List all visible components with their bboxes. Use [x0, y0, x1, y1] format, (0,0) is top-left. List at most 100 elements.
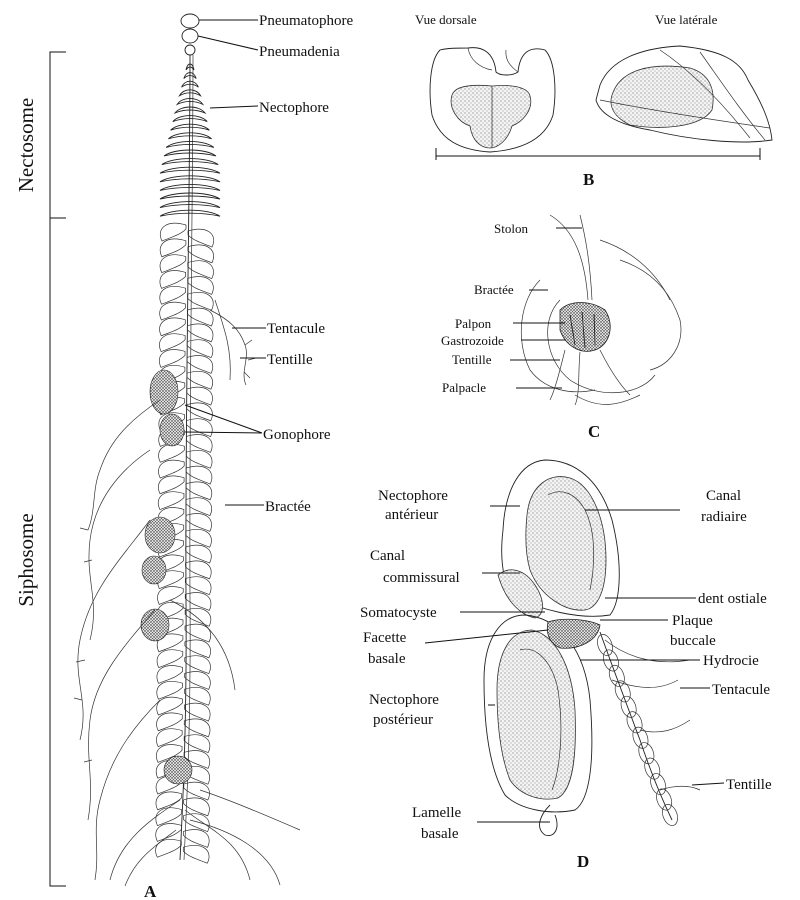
label-gonophore: Gonophore	[263, 427, 331, 443]
label-nectophore-anterieur-1: Nectophore	[378, 488, 448, 504]
bract-shape	[183, 830, 209, 848]
anterior-nectophore-drawing	[498, 460, 619, 618]
bract-shape	[158, 492, 184, 510]
cormidium-segment	[636, 740, 657, 765]
bract-shape	[184, 798, 210, 816]
bract-shape	[159, 350, 185, 368]
bract-shape	[184, 719, 210, 737]
bract-shape	[156, 839, 182, 857]
cormidium-drawing	[521, 215, 681, 405]
label-gastrozoide: Gastrozoide	[441, 333, 504, 348]
label-tentille-d: Tentille	[726, 777, 772, 793]
nectophore-shape	[162, 159, 218, 165]
bract-shape	[159, 334, 185, 352]
label-tentacule: Tentacule	[267, 321, 325, 337]
label-lamelle-basale-1: Lamelle	[412, 805, 461, 821]
cormidium-segment	[612, 679, 633, 704]
bract-shape	[160, 271, 186, 289]
label-pneumatophore: Pneumatophore	[259, 13, 353, 29]
panel-d: Nectophore antérieur Canal radiaire Cana…	[360, 460, 772, 871]
bract-shape	[183, 845, 209, 863]
bract-shape	[157, 650, 183, 668]
bract-shape	[156, 824, 182, 842]
bract-shape	[158, 476, 184, 494]
bract-shape	[160, 239, 186, 257]
bract-shape	[184, 814, 210, 832]
cormidium-segment	[606, 663, 627, 688]
panel-c: Stolon Bractée Palpon Gastrozoide Tentil…	[441, 215, 681, 441]
label-canal-commissural-2: commissural	[383, 570, 460, 586]
label-nectophore-anterieur-2: antérieur	[385, 507, 438, 523]
bract-shape	[157, 713, 183, 731]
label-bractee-c: Bractée	[474, 282, 514, 297]
label-facette-basale-2: basale	[368, 651, 406, 667]
posterior-nectophore-drawing	[484, 615, 592, 836]
label-hydrocie: Hydrocie	[703, 653, 759, 669]
nectophore-shape	[160, 193, 220, 199]
bract-shape	[186, 545, 212, 563]
label-vue-dorsale: Vue dorsale	[415, 12, 477, 27]
bract-shape	[156, 808, 182, 826]
bract-shape	[185, 593, 211, 611]
panel-b: Vue dorsale Vue latérale B	[415, 12, 772, 189]
panel-a: Nectosome Siphosome	[14, 13, 353, 900]
label-lamelle-basale-2: basale	[421, 826, 459, 842]
label-canal-commissural-1: Canal	[370, 548, 405, 564]
lateral-view-drawing	[596, 46, 772, 142]
bract-shape	[184, 703, 210, 721]
label-pneumadenia: Pneumadenia	[259, 44, 340, 60]
label-palpacle: Palpacle	[442, 380, 486, 395]
cormidium-segment	[654, 787, 675, 812]
bract-shape	[158, 587, 184, 605]
label-plaque-buccale-2: buccale	[670, 633, 716, 649]
bract-shape	[160, 223, 186, 241]
pneumatophore-shape	[181, 14, 199, 55]
nectophore-shape	[160, 210, 220, 216]
cormidium-segment	[642, 756, 663, 781]
panel-label-d: D	[577, 852, 589, 871]
label-canal-radiaire-1: Canal	[706, 488, 741, 504]
bract-shape	[160, 255, 186, 273]
bract-shape	[156, 792, 182, 810]
siphosome-label: Siphosome	[14, 513, 38, 606]
bract-shape	[184, 735, 210, 753]
panel-label-a: A	[144, 882, 157, 900]
cormidium-segment	[624, 710, 645, 735]
label-tentille: Tentille	[267, 352, 313, 368]
label-canal-radiaire-2: radiaire	[701, 509, 747, 525]
bract-shape	[160, 286, 186, 304]
nectophore-shape	[166, 141, 214, 147]
label-nectophore-posterieur-2: postérieur	[373, 712, 433, 728]
label-vue-laterale: Vue latérale	[655, 12, 718, 27]
label-tentille-c: Tentille	[452, 352, 492, 367]
nectophore-shape	[164, 150, 216, 156]
nectophore-shape	[160, 176, 220, 182]
panel-a-leaders	[185, 20, 266, 505]
cormidium-segment	[630, 725, 651, 750]
panel-label-c: C	[588, 422, 600, 441]
panel-label-b: B	[583, 170, 594, 189]
label-nectophore-posterieur-1: Nectophore	[369, 692, 439, 708]
cormidium-segment	[618, 694, 639, 719]
bract-shape	[185, 640, 211, 658]
bract-shape	[185, 656, 211, 674]
bract-shape	[156, 729, 182, 747]
nectophore-shape	[160, 167, 220, 173]
bract-shape	[157, 681, 183, 699]
cormidium-segment	[648, 771, 669, 796]
bract-shape	[160, 302, 186, 320]
bract-shape	[157, 697, 183, 715]
label-stolon: Stolon	[494, 221, 528, 236]
label-dent-ostiale: dent ostiale	[698, 591, 767, 607]
label-plaque-buccale-1: Plaque	[672, 613, 713, 629]
bract-shape	[185, 672, 211, 690]
gastrozoide-cluster-shape	[560, 303, 610, 352]
nectosome-bracket	[50, 52, 66, 218]
label-nectophore: Nectophore	[259, 100, 329, 116]
label-tentacule-d: Tentacule	[712, 682, 770, 698]
nectophore-shape	[160, 202, 220, 208]
bract-shape	[185, 577, 211, 595]
bract-shape	[185, 687, 211, 705]
bract-shape	[157, 666, 183, 684]
